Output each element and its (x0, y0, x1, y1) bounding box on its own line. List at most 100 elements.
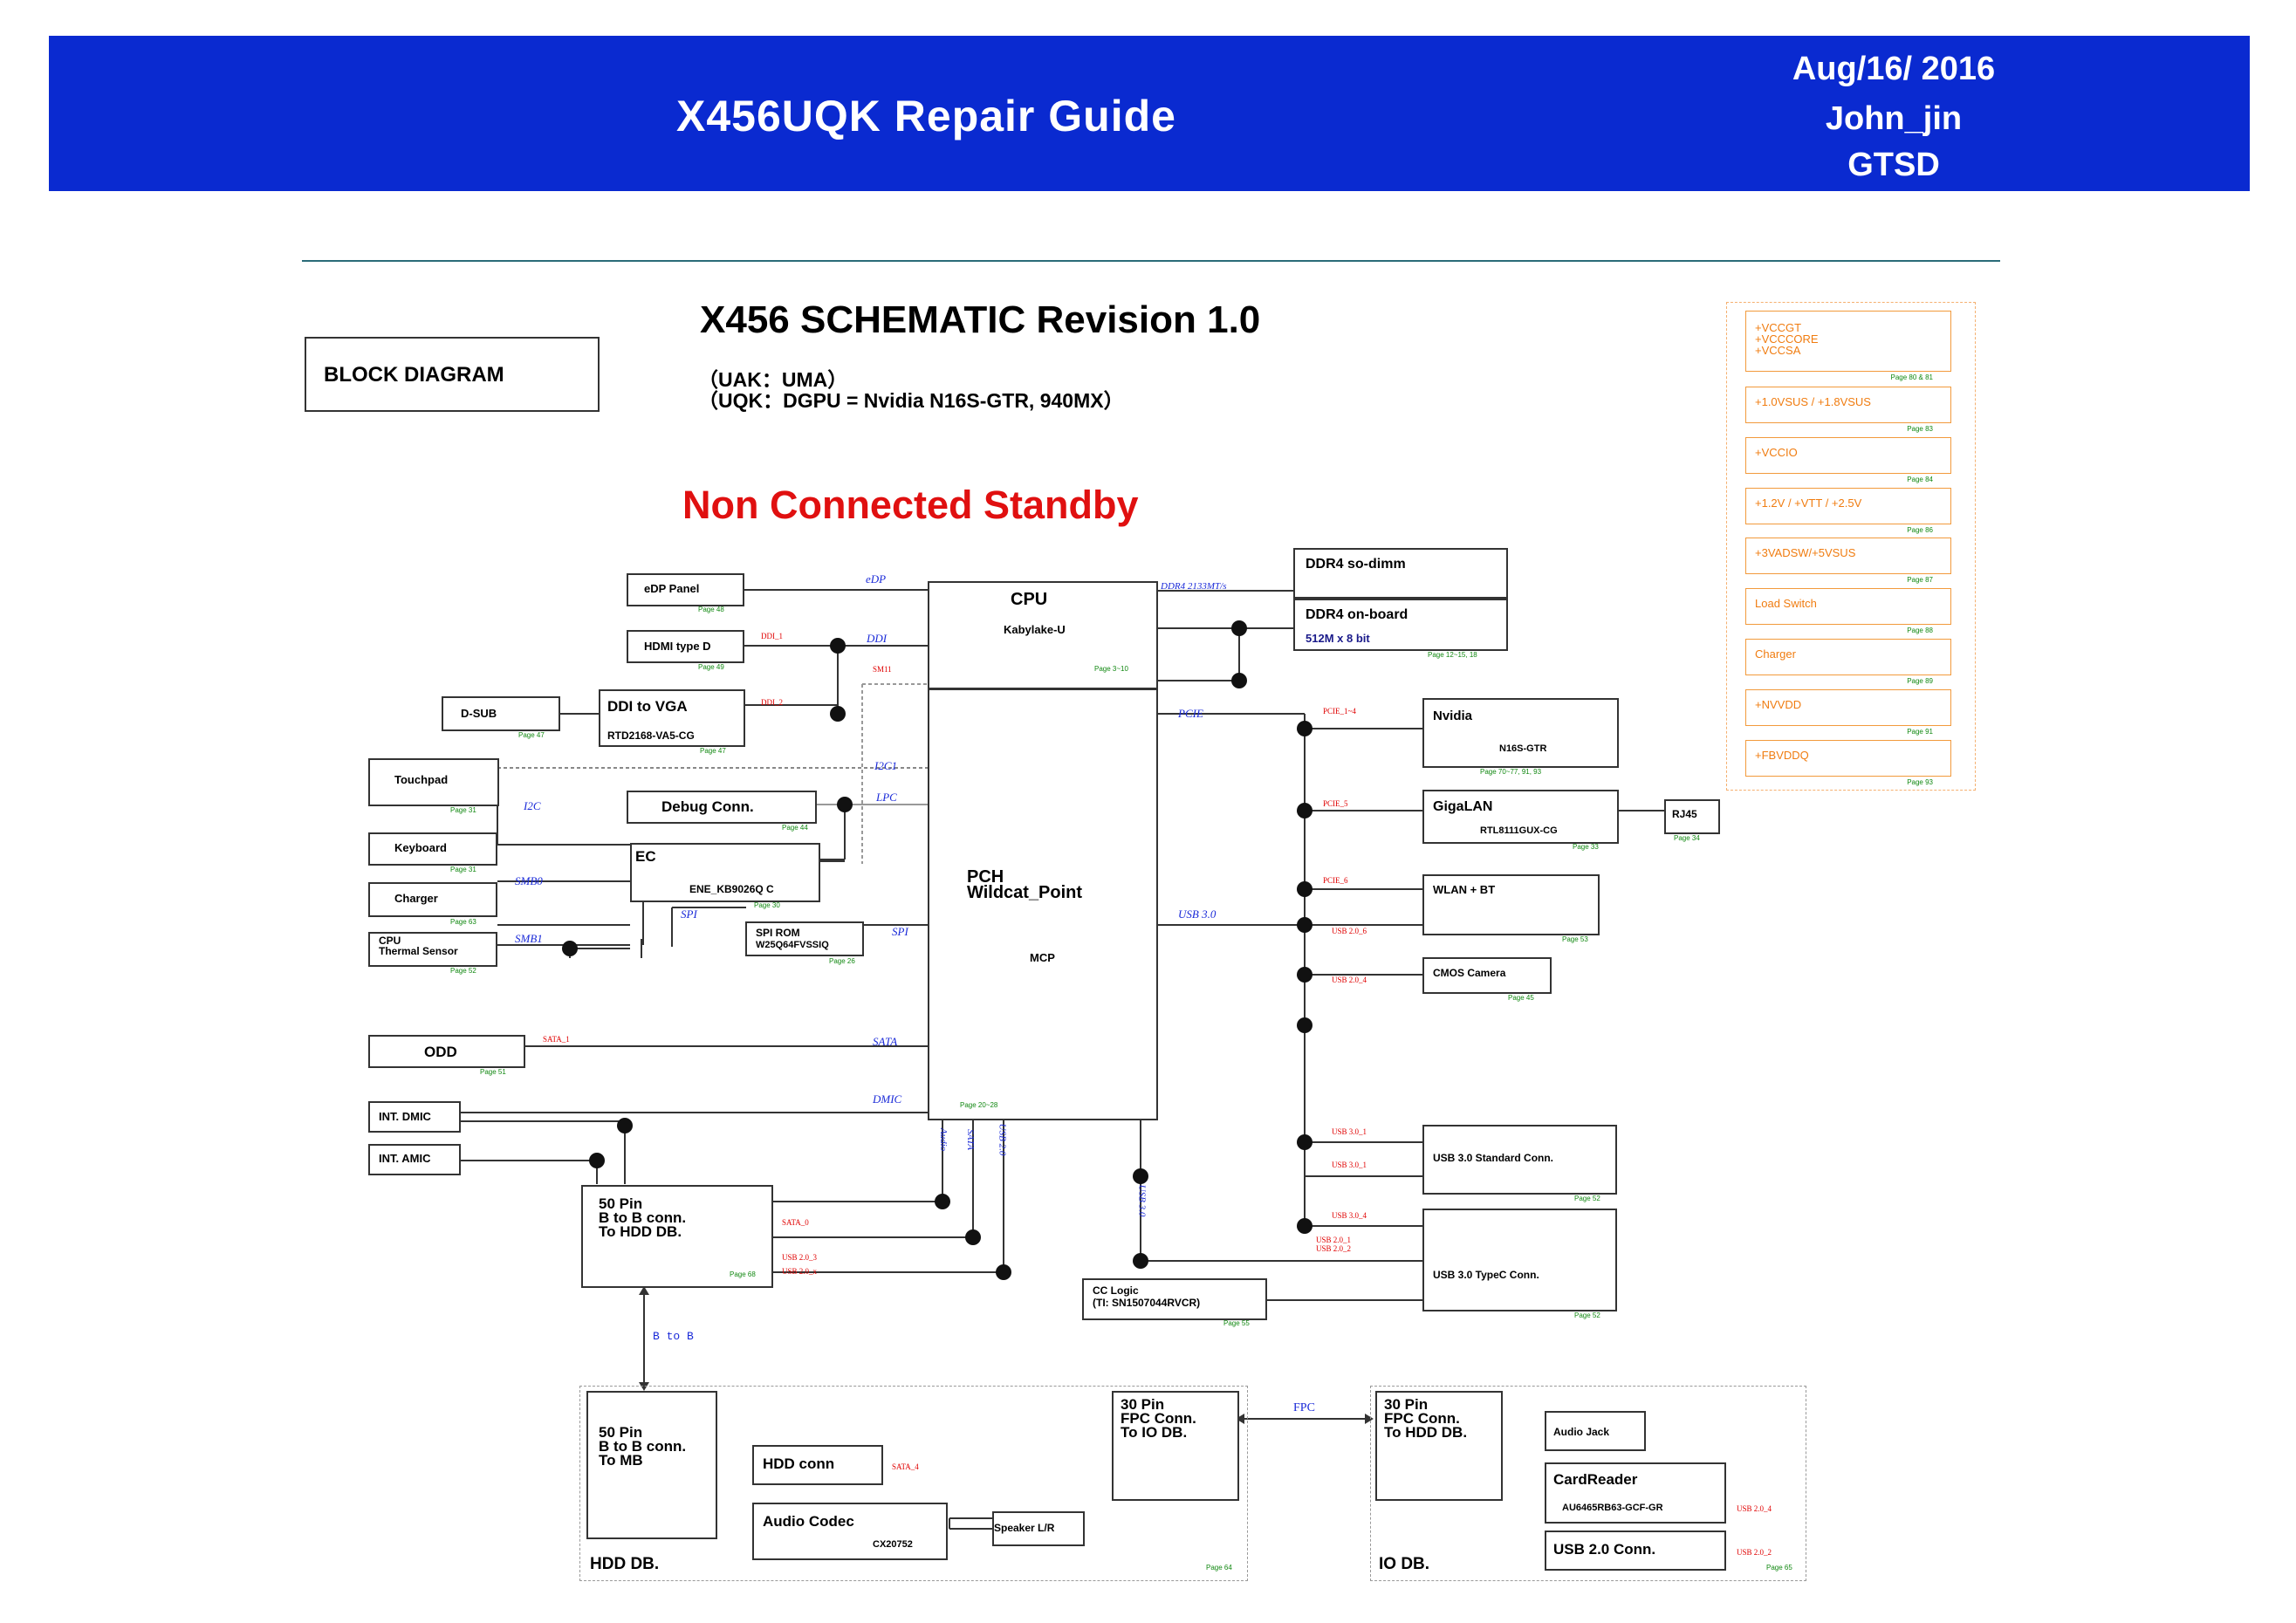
power-rail-label: +3VADSW/+5VSUS (1755, 546, 1856, 559)
thermal-label-2: Thermal Sensor (379, 945, 458, 957)
touchpad-label: Touchpad (394, 773, 449, 786)
spi-rom-label: SPI ROM (756, 927, 800, 939)
cardreader-chip: AU6465RB63-GCF-GR (1562, 1503, 1663, 1513)
odd-label: ODD (424, 1044, 457, 1060)
keyboard-page: Page 31 (450, 866, 476, 873)
sig-spi-2: SPI (892, 925, 908, 938)
hdd50-page: Page 68 (730, 1270, 756, 1278)
dsub-page: Page 47 (518, 731, 545, 739)
net-pcie5: PCIE_5 (1323, 799, 1348, 808)
sig-ddr4: DDR4 2133MT/s (1161, 581, 1227, 592)
nvidia-block (1422, 698, 1619, 768)
usb2-conn-label: USB 2.0 Conn. (1553, 1541, 1656, 1558)
cc-page: Page 55 (1223, 1319, 1250, 1327)
gigalan-block (1422, 790, 1619, 844)
ddi-vga-block (599, 689, 745, 747)
header-date: Aug/16/ 2016 (1792, 51, 1996, 87)
usb-c-page: Page 52 (1574, 1311, 1600, 1319)
sig-lpc: LPC (876, 791, 897, 804)
odd-block (368, 1035, 525, 1068)
usb3-typec-label: USB 3.0 TypeC Conn. (1433, 1269, 1539, 1281)
sig-smb0: SMB0 (515, 874, 543, 887)
hdd-50pin-block (581, 1185, 773, 1288)
vga-page: Page 47 (700, 747, 726, 755)
sig-sata-v: SATA (964, 1129, 976, 1150)
ddr4-dimm-label: DDR4 so-dimm (1306, 557, 1406, 572)
cc-logic-label-2: (TI: SN1507044RVCR) (1093, 1297, 1201, 1309)
thermal-block (368, 932, 497, 967)
net-usb301: USB 3.0_1 (1332, 1127, 1367, 1136)
hdddb-50pin-l3: To MB (599, 1452, 643, 1469)
charger-page: Page 63 (450, 918, 476, 926)
cardreader-label: CardReader (1553, 1471, 1638, 1488)
power-rail-page: Page 93 (1907, 778, 1933, 786)
cpu-page: Page 3~10 (1094, 665, 1128, 673)
sig-ddi: DDI (867, 632, 888, 645)
power-rail-label: Load Switch (1755, 597, 1817, 610)
edp-panel-block (627, 573, 744, 606)
sig-audio-v: Audio (938, 1127, 949, 1152)
fpc-mb-l3: To IO DB. (1121, 1424, 1188, 1441)
ec-chip: ENE_KB9026Q C (689, 883, 774, 895)
io-db-label: IO DB. (1379, 1555, 1430, 1573)
power-rail-page: Page 89 (1907, 677, 1933, 685)
wlan-label: WLAN + BT (1433, 883, 1496, 896)
spi-rom-block (745, 921, 864, 956)
power-rail-page: Page 91 (1907, 728, 1933, 736)
ec-page: Page 30 (754, 901, 780, 909)
usb3-std-block (1422, 1125, 1617, 1195)
charger-label: Charger (394, 892, 438, 905)
camera-label: CMOS Camera (1433, 967, 1506, 979)
net-usb20-x: USB 2.0_x (782, 1267, 818, 1276)
schematic-title: X456 SCHEMATIC Revision 1.0 (700, 298, 1261, 341)
power-rail-label: Charger (1755, 647, 1796, 661)
ddr4-spec: 512M x 8 bit (1306, 632, 1370, 645)
sig-pcie: PCIE (1178, 707, 1203, 720)
net-sata0: SATA_0 (782, 1218, 809, 1227)
pch-chip: Wildcat_Point (967, 883, 1083, 902)
camera-block (1422, 957, 1552, 994)
nvidia-label: Nvidia (1433, 709, 1473, 723)
lan-page: Page 33 (1573, 843, 1599, 851)
net-usb30-4: USB 3.0_4 (1332, 1211, 1367, 1220)
mcp-label: MCP (1030, 951, 1055, 964)
btob-label: B to B (653, 1330, 694, 1343)
hdmi-page: Page 49 (698, 663, 724, 671)
speaker-label: Speaker L/R (994, 1522, 1055, 1534)
power-rail-label: +VCCIO (1755, 446, 1798, 459)
ec-label: EC (635, 848, 656, 865)
power-rail-label: +1.0VSUS / +1.8VSUS (1755, 395, 1871, 408)
usb3-typec-block (1422, 1209, 1617, 1311)
hdd-db-frame (579, 1386, 1248, 1581)
hdd-conn-block (752, 1445, 883, 1485)
cpu-label: CPU (1011, 590, 1048, 609)
sig-i2c: I2C (524, 799, 541, 812)
hdddb-50pin-l2: B to B conn. (599, 1438, 687, 1455)
fpc-io-block (1375, 1391, 1503, 1501)
page-title: X456UQK Repair Guide (676, 92, 1176, 140)
audio-codec-chip: CX20752 (873, 1539, 913, 1550)
fpc-label: FPC (1293, 1401, 1315, 1414)
charger-block (368, 882, 497, 917)
amic-block (368, 1144, 461, 1175)
pch-block (928, 688, 1158, 1120)
odd-page: Page 51 (480, 1068, 506, 1076)
ddr4-onboard-block (1293, 599, 1508, 651)
ddi-vga-label: DDI to VGA (607, 698, 688, 715)
net-usb20-6: USB 2.0_6 (1332, 927, 1367, 935)
hdd-50pin-l1: 50 Pin (599, 1195, 643, 1212)
dmic-label: INT. DMIC (379, 1110, 431, 1123)
fpc-io-l2: FPC Conn. (1384, 1410, 1460, 1427)
net-pcie14: PCIE_1~4 (1323, 707, 1356, 716)
debug-conn-label: Debug Conn. (661, 798, 754, 815)
cardreader-block (1545, 1462, 1726, 1524)
sig-i2c1: I2C1 (874, 759, 897, 772)
pch-page: Page 20~28 (960, 1101, 998, 1109)
keyboard-label: Keyboard (394, 841, 447, 854)
wlan-block (1422, 874, 1600, 935)
net-pcie6: PCIE_6 (1323, 876, 1348, 885)
